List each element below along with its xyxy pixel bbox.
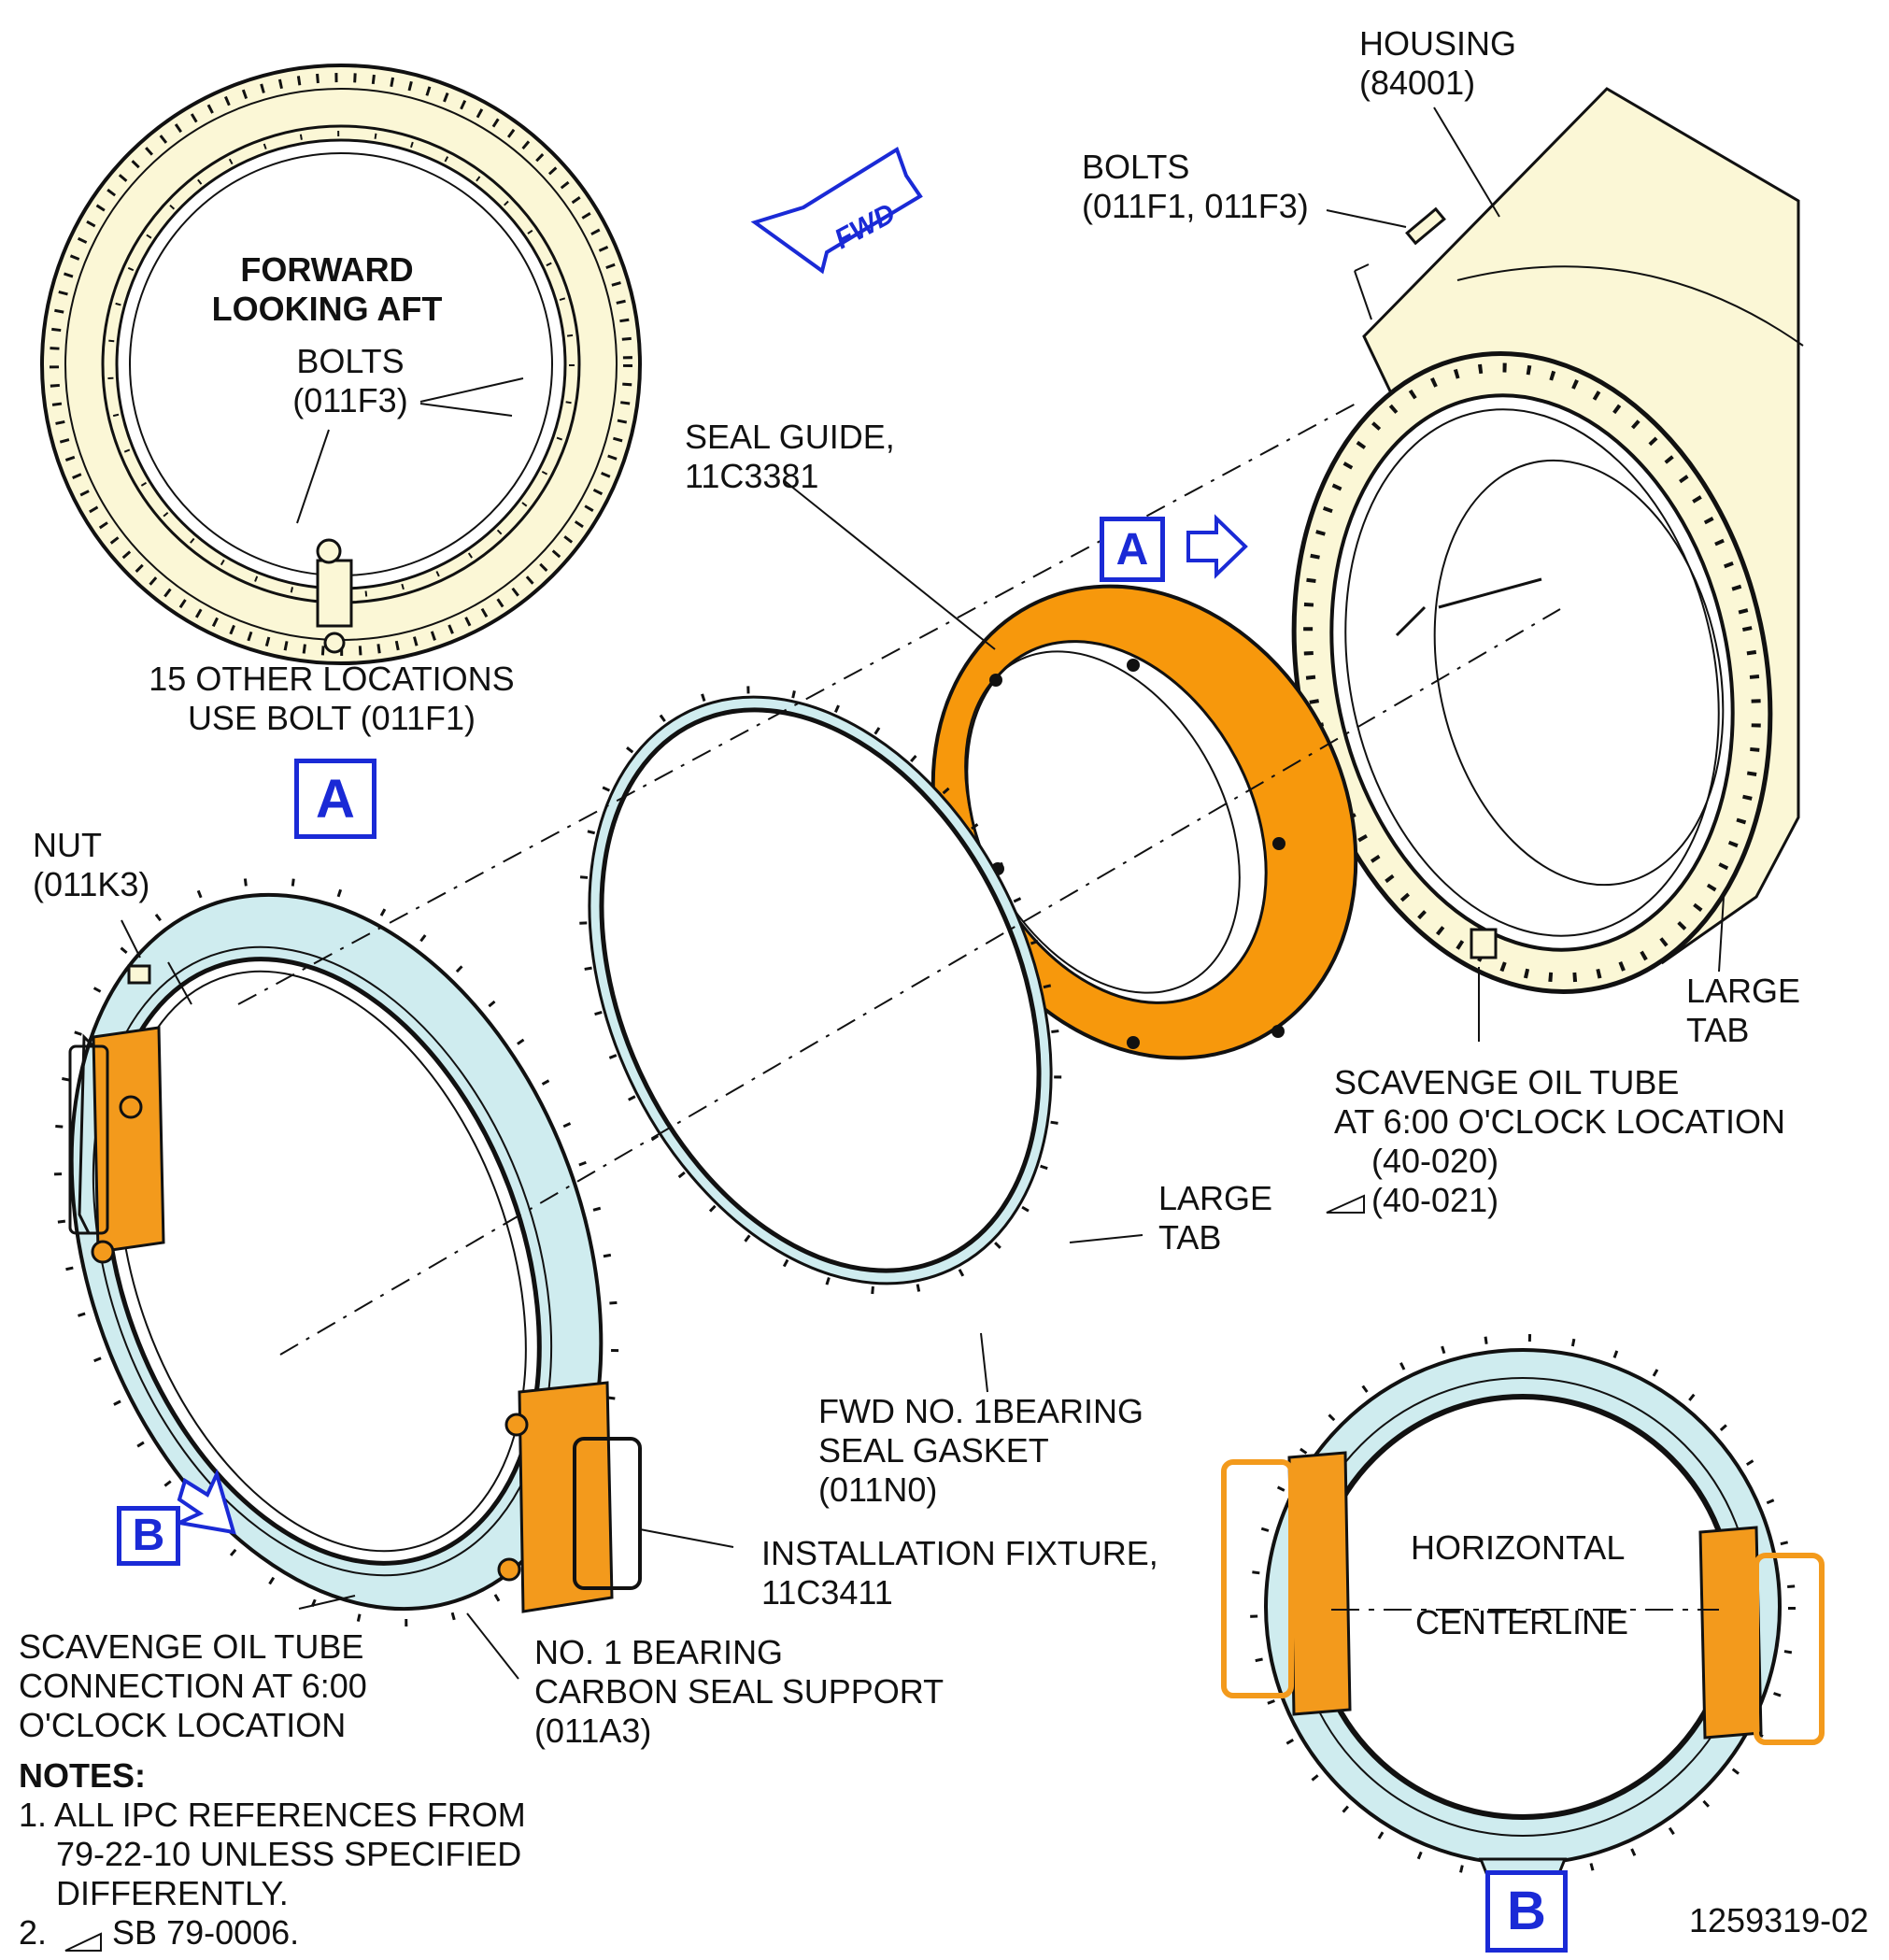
drawing-number: 1259319-02 — [1689, 1901, 1869, 1939]
assembly-dashed-lines — [237, 401, 1561, 1356]
fwd-arrow — [750, 146, 923, 275]
view-b-label-inset: B — [117, 1506, 180, 1566]
label-housing: HOUSING(84001) — [1359, 24, 1517, 102]
inset-leader-lines — [296, 377, 524, 524]
label-installation-fixture: INSTALLATION FIXTURE,11C3411 — [761, 1534, 1158, 1612]
notes-line-1: 1. ALL IPC REFERENCES FROM — [19, 1796, 526, 1834]
view-a-label-inset: A — [294, 759, 376, 839]
inset-housing-ring — [40, 64, 642, 665]
nut-011k3 — [127, 964, 151, 985]
label-nut: NUT(011K3) — [33, 826, 150, 903]
label-seal-guide: SEAL GUIDE,11C3381 — [685, 418, 895, 495]
label-bolts-top: BOLTS(011F1, 011F3) — [1082, 148, 1309, 225]
view-b-label: B — [1485, 1870, 1568, 1953]
notes-heading: NOTES: — [19, 1756, 147, 1795]
carbon-seal-support-011a3 — [53, 877, 619, 1626]
label-bolts-inset: BOLTS(011F3) — [292, 342, 408, 419]
notes-line-3: DIFFERENTLY. — [19, 1874, 289, 1912]
revision-symbols — [64, 1194, 1365, 1952]
view-a-label: A — [1100, 517, 1165, 582]
label-centerline: CENTERLINE — [1415, 1603, 1629, 1641]
view-direction-arrows — [173, 514, 1248, 1535]
notes-line-4: 2. SB 79-0006. — [19, 1913, 300, 1952]
bolt-top — [1405, 206, 1446, 246]
label-horizontal: HORIZONTAL — [1411, 1528, 1626, 1567]
notes-line-2: 79-22-10 UNLESS SPECIFIED — [19, 1835, 522, 1873]
leader-lines — [121, 107, 1725, 1680]
fwd-no1-bearing-seal-gasket — [578, 686, 1062, 1295]
housing-84001 — [1291, 87, 1804, 994]
installation-fixture-11c3411 — [68, 1026, 642, 1613]
